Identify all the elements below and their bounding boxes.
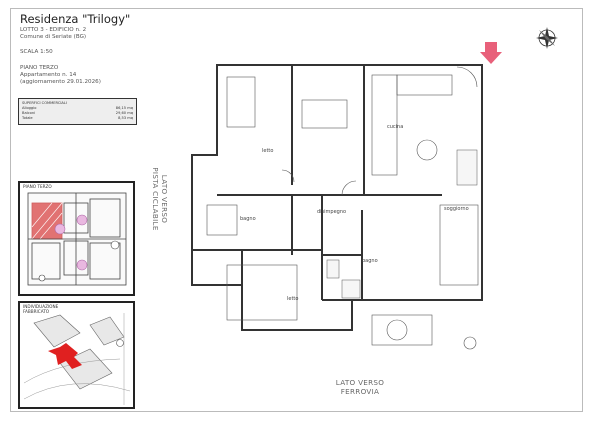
bottom-orientation-label: LATO VERSO FERROVIA: [300, 378, 420, 396]
left-orientation-line: PISTA CICLABILE: [151, 167, 160, 231]
surfaces-value: 29,60 mq: [115, 111, 133, 115]
site-key-plan: INDIVIDUAZIONE FABBRICATO: [18, 301, 135, 409]
sheet-frame: [10, 8, 583, 412]
floor-key-label: PIANO TERZO: [23, 184, 52, 189]
apartment-text: Appartamento n. 14: [20, 72, 77, 78]
surfaces-row: Balconi 29,60 mq: [22, 111, 133, 115]
surfaces-value: 86,15 mq: [115, 106, 133, 110]
compass-icon: [536, 27, 558, 49]
room-label-soggiorno: soggiorno: [444, 206, 469, 212]
room-label-cucina: cucina: [387, 124, 403, 130]
site-key-drawing: [23, 313, 131, 405]
surfaces-table: SUPERFICI COMMERCIALI Alloggio 86,15 mq …: [18, 98, 137, 125]
bottom-orientation-line: LATO VERSO: [335, 378, 385, 387]
entrance-arrow-icon: [480, 42, 502, 64]
update-text: (aggiornamento 29.01.2026): [20, 79, 101, 85]
left-orientation-line: LATO VERSO: [160, 174, 169, 224]
surfaces-row: Alloggio 86,15 mq: [22, 106, 133, 110]
surfaces-row: Totale 8,53 mq: [22, 116, 133, 120]
surfaces-value: 8,53 mq: [118, 116, 133, 120]
floor-key-drawing: [27, 192, 127, 286]
floor-key-plan: PIANO TERZO: [18, 181, 135, 296]
floor-text: PIANO TERZO: [20, 65, 59, 71]
room-label-bagno-left: bagno: [240, 216, 256, 222]
room-label-letto-top: letto: [262, 148, 273, 154]
floor-plan: letto cucina soggiorno bagno disimpegno …: [191, 64, 483, 350]
bottom-orientation-line: FERROVIA: [340, 387, 380, 396]
surfaces-label: Totale: [22, 116, 33, 120]
comune-text: Comune di Seriate (BG): [20, 34, 87, 40]
project-title: Residenza "Trilogy": [20, 12, 131, 26]
surfaces-label: Balconi: [22, 111, 36, 115]
site-key-label: INDIVIDUAZIONE FABBRICATO: [23, 304, 59, 314]
room-label-letto-bottom: letto: [287, 296, 298, 302]
left-orientation-label: LATO VERSO PISTA CICLABILE: [151, 139, 169, 259]
lotto-text: LOTTO 3 - EDIFICIO n. 2: [20, 27, 87, 33]
scale-text: SCALA 1:50: [20, 49, 53, 55]
surfaces-header: SUPERFICI COMMERCIALI: [22, 101, 67, 105]
room-label-bagno-right: bagno: [362, 258, 378, 264]
room-label-disimpegno: disimpegno: [317, 209, 346, 215]
surfaces-label: Alloggio: [22, 106, 37, 110]
